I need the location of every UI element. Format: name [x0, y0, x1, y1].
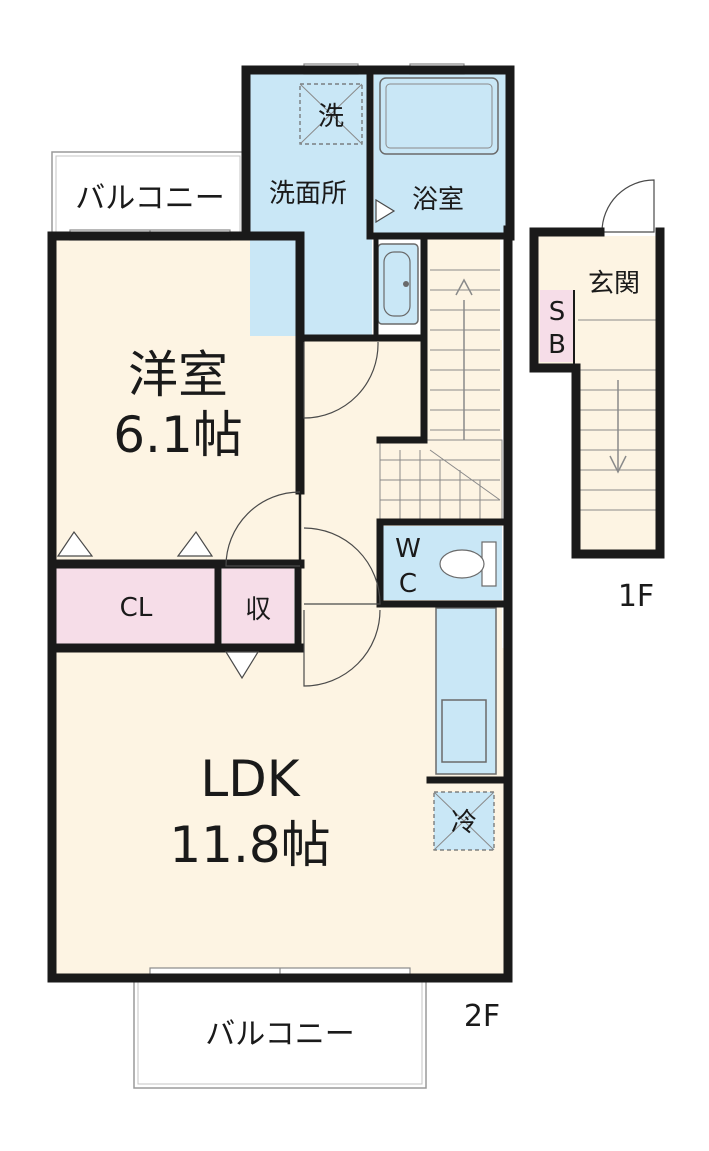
- door-swing-icon: [56, 198, 396, 687]
- washroom-floor: [250, 70, 372, 336]
- kitchen-counter: [435, 607, 497, 775]
- balcony-top: [51, 151, 245, 237]
- bathtub-icon: [379, 77, 499, 155]
- first-floor: [529, 179, 665, 559]
- bath-label: 浴室: [412, 185, 464, 215]
- stair-1f-floor: [578, 364, 656, 552]
- balcony-top-label: バルコニー: [75, 181, 224, 216]
- balcony-bottom-label: バルコニー: [205, 1017, 354, 1052]
- entrance-label: 玄関: [588, 269, 640, 299]
- closet-floor: [56, 568, 216, 644]
- shoebox-label-b: B: [548, 330, 566, 360]
- washer-label: 洗: [318, 102, 344, 132]
- storage-label: 収: [245, 595, 271, 625]
- closet-label: CL: [120, 593, 153, 623]
- ldk-floor: [56, 648, 504, 974]
- floor-fills: [56, 70, 506, 974]
- ldk-name: LDK: [200, 750, 300, 808]
- western-room-name: 洋室: [128, 346, 228, 404]
- washroom-label: 洗面所: [269, 179, 347, 209]
- door-swing-icon: [601, 179, 655, 233]
- toilet-label-c: C: [399, 569, 417, 599]
- fridge-label: 冷: [451, 808, 477, 838]
- washbasin-icon: [377, 243, 419, 325]
- walls-1f: [529, 227, 665, 559]
- floor-label-2f: 2F: [464, 999, 500, 1034]
- walls-2f: [47, 65, 515, 983]
- toilet-label-w: W: [395, 534, 421, 564]
- western-room-size: 6.1帖: [113, 406, 243, 464]
- storage-floor: [222, 568, 294, 644]
- washer-pan-icon: [299, 83, 363, 145]
- fridge-space-icon: [433, 791, 495, 851]
- stair-arrow-icon: [609, 380, 627, 474]
- toilet-icon: [439, 541, 497, 587]
- shoebox-label-s: S: [549, 297, 566, 327]
- sink-basin: [441, 699, 487, 763]
- balcony-bottom: [133, 975, 427, 1089]
- stair-arrow-icon: [455, 278, 473, 440]
- stair-floor: [424, 238, 500, 524]
- ldk-size: 11.8帖: [169, 816, 330, 874]
- floor-label-1f: 1F: [618, 579, 654, 614]
- shoebox-floor: [540, 290, 574, 362]
